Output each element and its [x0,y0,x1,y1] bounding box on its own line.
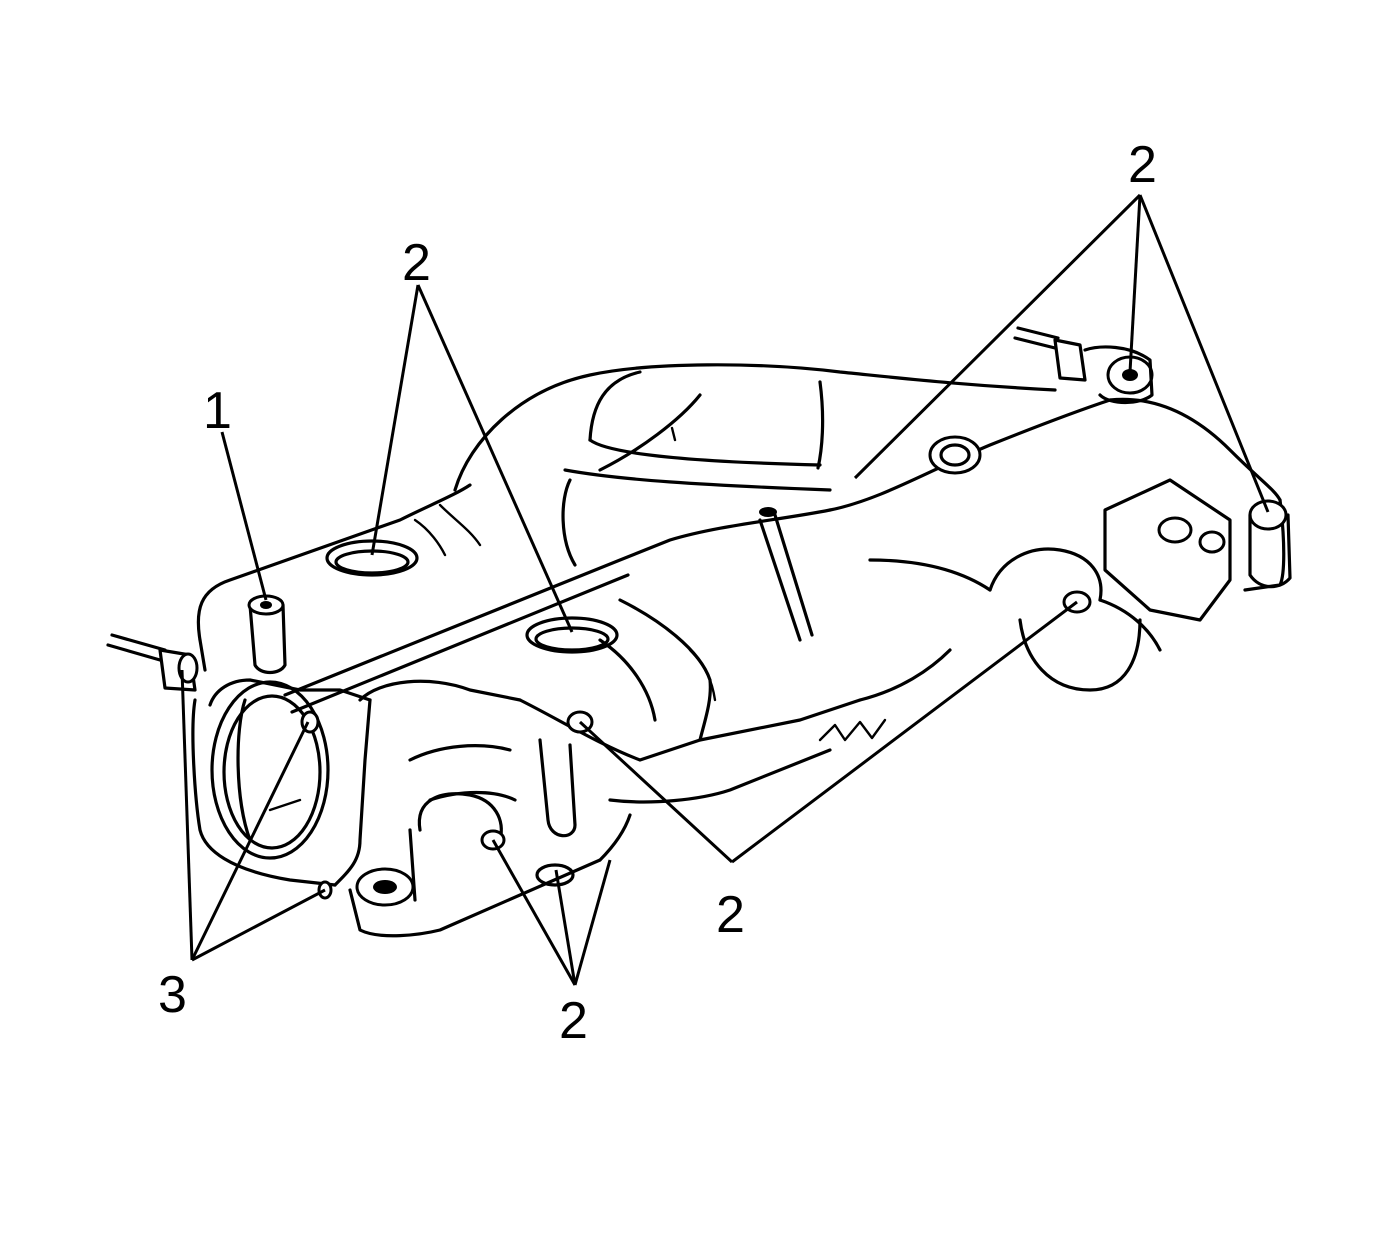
callout-3: 3 [158,966,187,1024]
leader-2-top-right-a [853,193,1142,480]
leader-2-top-left-a [370,284,420,556]
leader-2-bottom-right-a [578,720,734,864]
manifold-body [191,363,1286,938]
port-openings [325,539,619,654]
leader-2-bottom-center-b [554,869,577,986]
leader-1 [220,431,268,601]
callout-1: 1 [203,382,232,440]
leader-2-bottom-center-a [491,839,577,986]
leader-3-c [191,888,326,962]
leader-3-a [180,669,194,961]
leader-2-bottom-center-c [573,859,612,986]
leader-lines [180,193,1270,986]
throttle-bore [210,680,330,860]
leader-2-top-right-b [1128,194,1142,373]
callout-2-top-left: 2 [402,234,431,292]
leader-2-top-right-c [1138,194,1270,513]
callout-2-bottom-center: 2 [559,992,588,1050]
callout-2-bottom-right: 2 [716,886,745,944]
leader-3-b [190,721,310,961]
leader-2-top-left-b [416,284,574,633]
callout-labels: 1 2 2 2 2 3 [158,136,1157,1050]
leader-2-bottom-right-b [731,600,1078,864]
callout-2-top-right: 2 [1128,136,1157,194]
studs [106,326,1292,907]
